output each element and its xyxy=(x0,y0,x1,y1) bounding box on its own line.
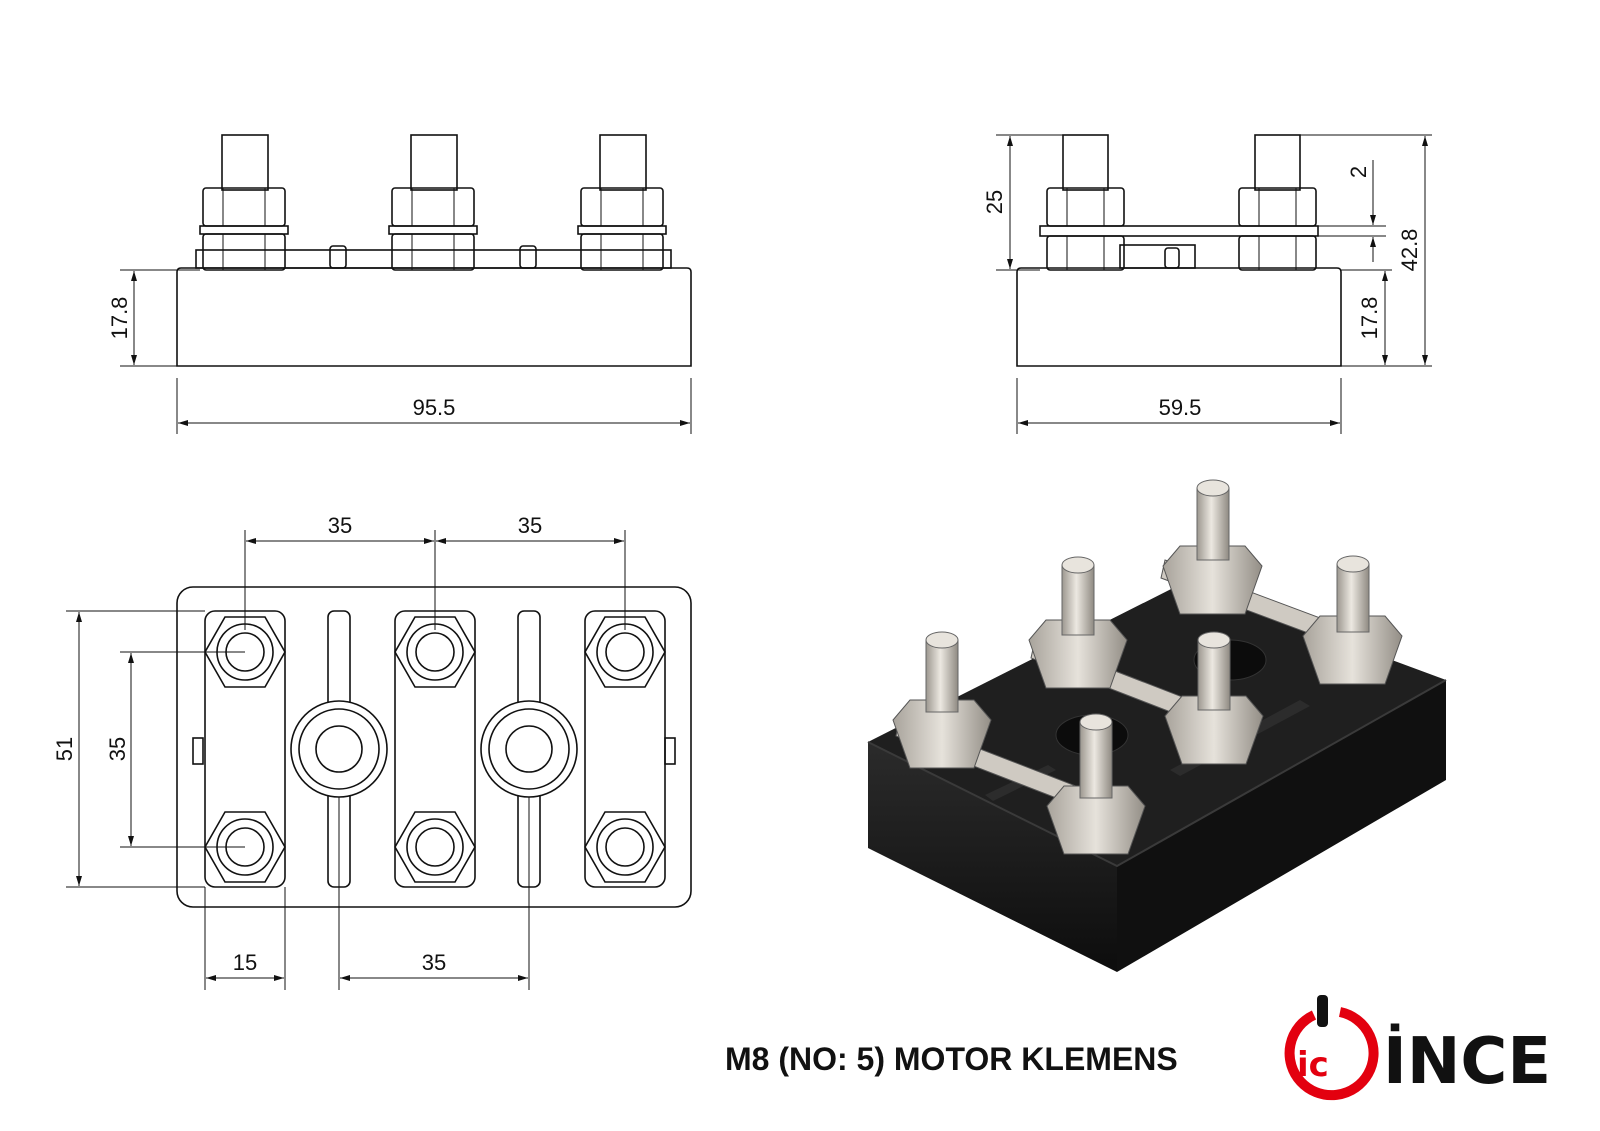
front-terminal-1 xyxy=(199,134,289,271)
dim-top-pitch-2: 35 xyxy=(518,513,542,538)
dim-top-edge: 15 xyxy=(233,950,257,975)
side-view: 25 2 17.8 42.8 59.5 xyxy=(982,134,1432,434)
product-title: M8 (NO: 5) MOTOR KLEMENS xyxy=(725,1041,1178,1077)
dim-side-stud: 25 xyxy=(982,190,1007,214)
top-nuts xyxy=(204,616,666,883)
dim-side-width: 59.5 xyxy=(1159,395,1202,420)
top-view: 35 35 51 35 15 35 xyxy=(52,513,692,990)
logo-mark: ic xyxy=(1297,1045,1329,1085)
dim-side-total: 42.8 xyxy=(1397,229,1422,272)
dim-side-base: 17.8 xyxy=(1357,297,1382,340)
front-terminal-2 xyxy=(388,134,478,271)
logo-text: İNCE xyxy=(1383,1023,1551,1099)
dim-front-height: 17.8 xyxy=(107,297,132,340)
dim-top-center: 35 xyxy=(422,950,446,975)
front-view: 17.8 95.5 xyxy=(107,134,692,434)
dim-top-depth: 51 xyxy=(52,737,77,761)
dim-top-hole-pitch: 35 xyxy=(105,737,130,761)
dim-front-width: 95.5 xyxy=(413,395,456,420)
dim-side-plate: 2 xyxy=(1346,166,1371,178)
ince-logo: ic İNCE xyxy=(1284,995,1551,1101)
dim-top-pitch-1: 35 xyxy=(328,513,352,538)
product-render xyxy=(867,479,1447,972)
front-terminal-3 xyxy=(577,134,667,271)
